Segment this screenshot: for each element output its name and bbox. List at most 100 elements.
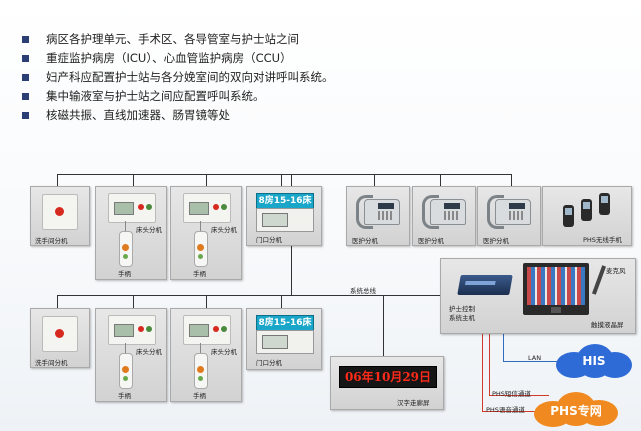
bed-unit-label: 床头分机: [136, 226, 162, 234]
bed-panel: [108, 315, 156, 345]
led-board-label: 汉字走廊屏: [397, 399, 430, 407]
door-screen: [262, 335, 288, 349]
phs-sms-line: [489, 332, 490, 396]
drop-line: [133, 174, 134, 187]
phs-voice-line: [482, 332, 483, 412]
lan-line: [503, 361, 561, 362]
monitor-icon: [523, 263, 589, 315]
toilet-unit: 洗手间分机: [30, 186, 90, 246]
drop-line: [281, 174, 282, 187]
toilet-panel: [42, 194, 78, 230]
phs-handset-label: PHS无线手机: [583, 236, 622, 244]
requirement-list: 病区各护理单元、手术区、各导管室与护士站之间 重症监护病房（ICU）、心血管监护…: [22, 30, 334, 125]
bed-unit: 床头分机 手柄: [170, 186, 242, 280]
call-button-icon: [221, 326, 227, 332]
door-panel: [256, 330, 314, 354]
door-unit-label: 门口分机: [256, 236, 282, 244]
requirement-item: 核磁共振、直线加速器、肠胃镜等处: [22, 106, 334, 125]
call-button-icon: [138, 326, 144, 332]
handset-label: 手柄: [193, 392, 206, 400]
drop-line: [206, 295, 207, 309]
nurse-host-label: 护士控制 系统主机: [449, 305, 475, 322]
door-panel: [256, 208, 314, 232]
door-sign: 8房15-16床: [256, 315, 314, 331]
microphone-icon: [591, 265, 607, 295]
bed-unit: 床头分机 手柄: [95, 308, 167, 402]
drop-line: [57, 174, 58, 187]
drop-line: [206, 174, 207, 187]
led-screen: 06年10月29日: [339, 366, 437, 388]
phs-handset-unit: PHS无线手机: [542, 186, 632, 246]
system-bus-label: 系统总线: [350, 287, 376, 295]
mobile-phone-icon: [563, 205, 574, 227]
nurse-control-host: 护士控制 系统主机 触摸液晶屏 麦克风: [440, 258, 636, 334]
handset-cord: [125, 343, 126, 353]
call-button-icon: [146, 204, 152, 210]
lan-line: [503, 332, 504, 362]
requirement-item: 妇产科应配置护士站与各分娩室间的双向对讲呼叫系统。: [22, 68, 334, 87]
door-unit-label: 门口分机: [256, 359, 282, 367]
door-sign: 8房15-16床: [256, 193, 314, 209]
bed-unit-label: 床头分机: [211, 226, 237, 234]
requirement-item: 集中输液室与护士站之间应配置呼叫系统。: [22, 87, 334, 106]
call-button-icon: [146, 326, 152, 332]
handset-label: 手柄: [118, 392, 131, 400]
nurse-unit: 医护分机: [477, 186, 541, 246]
call-button-icon: [221, 204, 227, 210]
toilet-unit: 洗手间分机: [30, 308, 90, 368]
drop-line: [511, 174, 512, 187]
door-unit: 8房15-16床 门口分机: [246, 308, 322, 370]
phs-cloud: PHS专网: [534, 392, 618, 428]
mobile-phone-icon: [599, 193, 610, 215]
handset-cord: [200, 343, 201, 353]
phone-icon: [422, 189, 466, 229]
phs-voice-label: PHS语音通道: [486, 406, 525, 414]
toilet-unit-label: 洗手间分机: [35, 237, 68, 245]
handset-icon: [119, 353, 133, 389]
bed-unit-label: 床头分机: [211, 348, 237, 356]
requirement-item: 重症监护病房（ICU）、心血管监护病房（CCU）: [22, 49, 334, 68]
call-button-icon: [213, 326, 219, 332]
nurse-unit-label: 医护分机: [418, 237, 444, 245]
handset-icon: [194, 353, 208, 389]
bed-unit: 床头分机 手柄: [170, 308, 242, 402]
bed-screen: [114, 324, 134, 337]
drop-line: [374, 174, 375, 187]
phone-icon: [356, 189, 400, 229]
bed-screen: [114, 202, 134, 215]
bed-panel: [183, 193, 231, 223]
bed-unit: 床头分机 手柄: [95, 186, 167, 280]
call-button-icon: [55, 329, 64, 338]
drop-line: [133, 295, 134, 309]
handset-cord: [125, 221, 126, 231]
nurse-unit-label: 医护分机: [483, 237, 509, 245]
phs-sms-label: PHS短信通道: [492, 390, 531, 398]
bed-panel: [108, 193, 156, 223]
bed-unit-label: 床头分机: [136, 348, 162, 356]
phs-label: PHS专网: [550, 404, 602, 418]
server-icon: [457, 275, 513, 295]
bed-screen: [189, 324, 209, 337]
drop-line: [57, 295, 58, 309]
phs-voice-line: [482, 411, 548, 412]
nurse-unit: 医护分机: [346, 186, 410, 246]
bed-panel: [183, 315, 231, 345]
drop-line: [281, 295, 282, 309]
bed-screen: [189, 202, 209, 215]
his-label: HIS: [582, 354, 606, 368]
door-screen: [262, 213, 288, 227]
mobile-phone-icon: [581, 199, 592, 221]
handset-label: 手柄: [118, 270, 131, 278]
lan-label: LAN: [528, 354, 542, 362]
call-button-icon: [55, 207, 64, 216]
handset-icon: [119, 231, 133, 267]
mic-label: 麦克风: [606, 267, 626, 275]
toilet-unit-label: 洗手间分机: [35, 359, 68, 367]
call-button-icon: [213, 204, 219, 210]
nurse-unit: 医护分机: [412, 186, 476, 246]
nurse-unit-label: 医护分机: [352, 237, 378, 245]
led-link-line: [383, 295, 384, 356]
handset-icon: [194, 231, 208, 267]
call-button-icon: [138, 204, 144, 210]
row2-bus-line: [57, 295, 440, 296]
